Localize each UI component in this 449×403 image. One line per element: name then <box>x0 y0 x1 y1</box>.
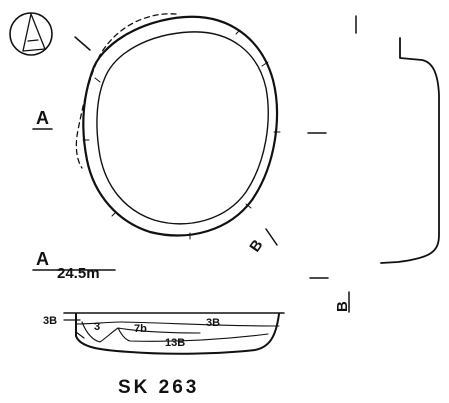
layer-label-7b: 7b <box>134 323 147 335</box>
pit-dashed-extent <box>75 13 177 169</box>
feature-title: SK 263 <box>118 377 199 398</box>
north-arrow-icon <box>9 12 53 56</box>
datum-level: 24.5m <box>57 265 100 282</box>
pit-slope-ticks <box>82 29 281 240</box>
section-a-profile: 3B 3 7b 3B 13B <box>43 312 285 355</box>
layer-label-3b-right: 3B <box>206 317 220 329</box>
section-label-b-diagonal: B <box>246 237 266 256</box>
pit-plan <box>75 13 281 240</box>
layer-label-3: 3 <box>94 321 100 333</box>
section-label-b-vertical: B <box>334 301 351 312</box>
pit-outer-edge <box>82 15 278 237</box>
section-a-cut <box>75 313 280 355</box>
section-a-layer-lines <box>75 321 280 343</box>
section-markers: A A B B <box>32 15 357 313</box>
pit-inner-edge <box>96 31 269 225</box>
section-label-a-bottom: A <box>36 249 49 269</box>
section-label-a-top: A <box>36 108 49 128</box>
layer-label-13b: 13B <box>165 337 185 349</box>
section-b-profile <box>380 37 440 264</box>
layer-label-3b-left: 3B <box>43 315 57 327</box>
